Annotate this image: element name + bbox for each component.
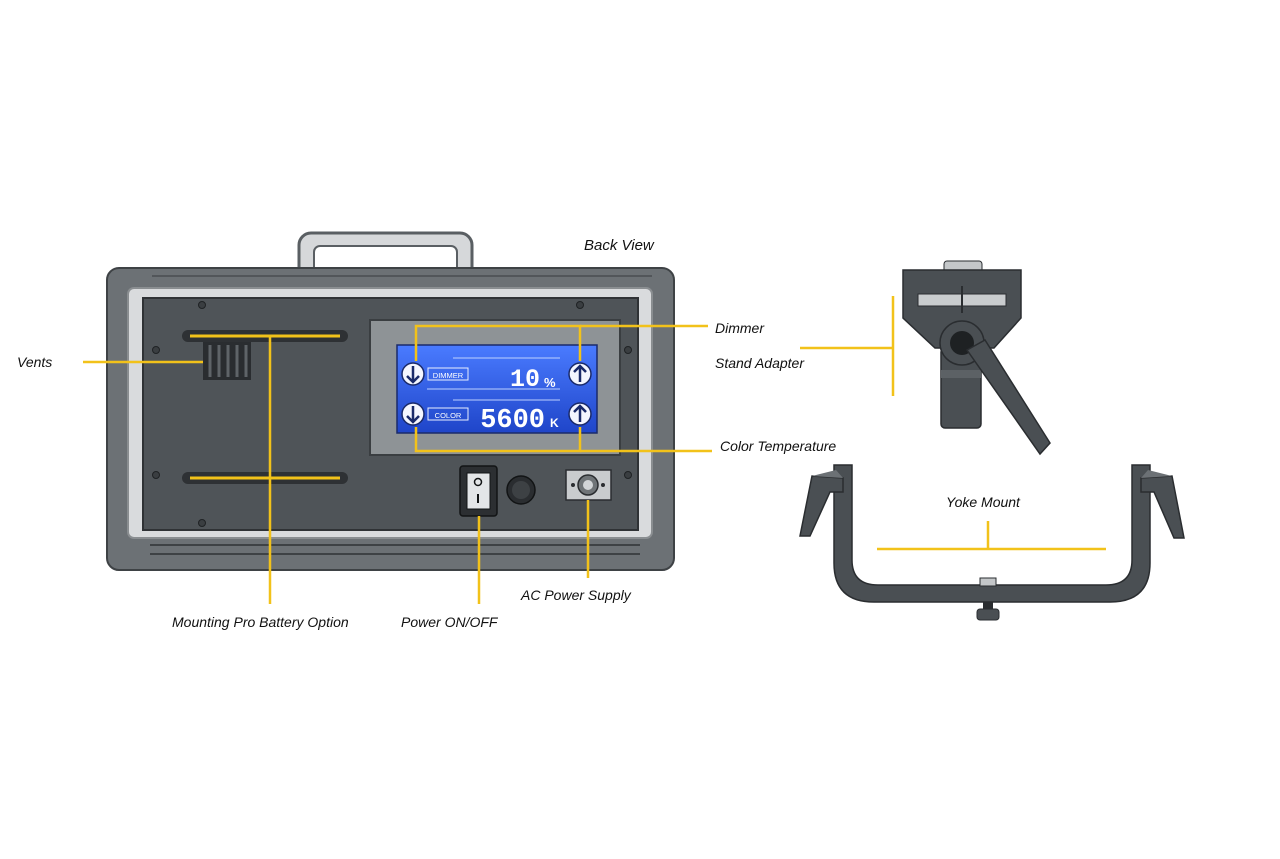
ac-power-label: AC Power Supply — [521, 587, 631, 603]
lcd-color-value: 5600 — [480, 406, 545, 436]
dimmer-label: Dimmer — [715, 320, 764, 336]
back-view-title: Back View — [584, 237, 654, 254]
dimmer-up-icon[interactable] — [568, 362, 592, 386]
color-temperature-label: Color Temperature — [720, 438, 837, 454]
lcd-panel — [369, 319, 621, 456]
color-up-icon[interactable] — [568, 402, 592, 426]
vents-label: Vents — [17, 354, 53, 370]
lcd-dimmer-unit: % — [544, 375, 556, 390]
lcd-color-unit: K — [550, 416, 559, 430]
color-tag-box — [427, 407, 469, 421]
stand-adapter — [902, 260, 1051, 456]
power-switch[interactable] — [459, 465, 498, 517]
lcd-dimmer-tag: DIMMER — [433, 371, 464, 380]
lcd-color-tag: COLOR — [435, 411, 462, 420]
callout-lines — [83, 296, 1106, 604]
power-switch-label: Power ON/OFF — [401, 614, 498, 630]
vents-grille — [203, 342, 251, 380]
yoke-mount — [799, 464, 1185, 621]
battery-mount-slots — [182, 330, 348, 484]
dimmer-down-icon[interactable] — [401, 362, 425, 386]
stand-adapter-label: Stand Adapter — [715, 355, 804, 371]
mounting-battery-label: Mounting Pro Battery Option — [172, 614, 349, 630]
screws — [152, 301, 632, 527]
fuse-holder — [506, 475, 536, 505]
ac-power-connector — [565, 469, 612, 501]
yoke-mount-label: Yoke Mount — [946, 494, 1020, 510]
dimmer-tag-box — [427, 367, 469, 381]
color-down-icon[interactable] — [401, 402, 425, 426]
lcd-dimmer-value: 10 — [510, 365, 540, 394]
